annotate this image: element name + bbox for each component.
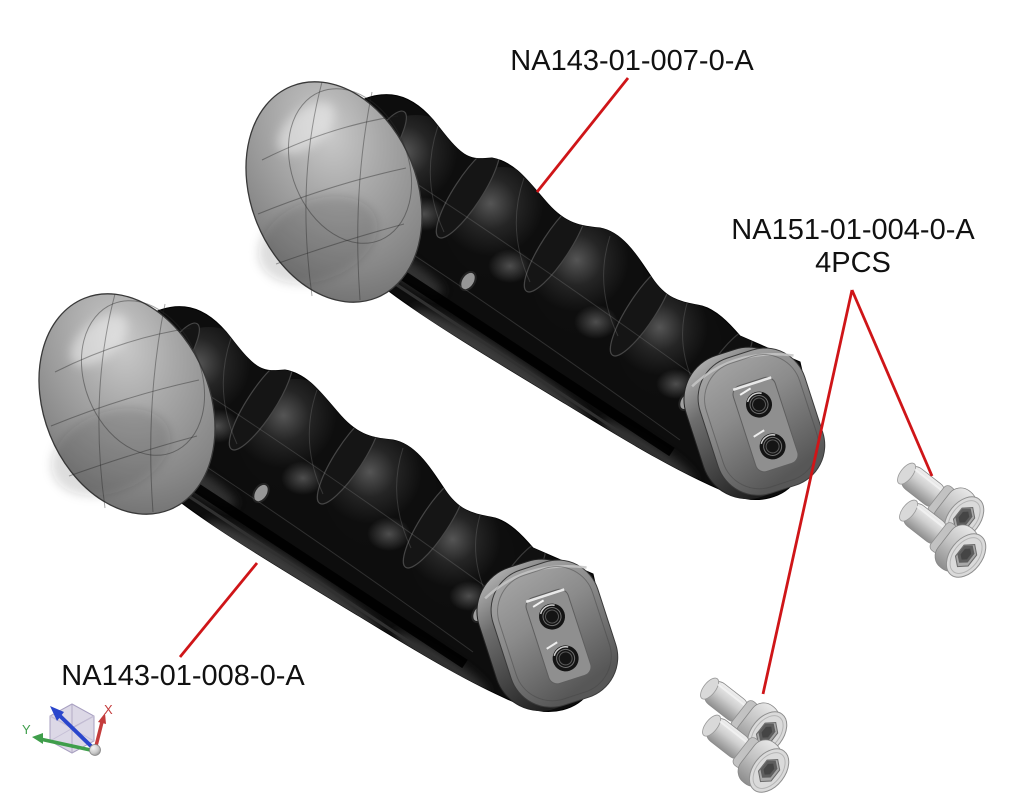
y-axis-arrow: [39, 737, 96, 753]
grip-top-label: NA143-01-007-0-A: [510, 45, 754, 77]
grip-bottom-label: NA143-01-008-0-A: [61, 660, 305, 692]
y-axis-label: Y: [22, 722, 31, 737]
screw-pair-bottom: [689, 665, 797, 800]
screws-quantity: 4PCS: [815, 247, 891, 279]
triad-origin: [89, 744, 101, 756]
leader-lines: [178, 77, 934, 695]
z-axis-arrow: [56, 712, 96, 751]
leader-screws-bottom: [761, 289, 854, 695]
leader-grip-bottom: [178, 562, 259, 658]
leader-grip-top: [535, 77, 630, 193]
leader-screws-right: [850, 289, 934, 477]
screws-label: NA151-01-004-0-A 4PCS: [718, 214, 988, 280]
screws-part-number: NA151-01-004-0-A: [731, 214, 975, 246]
screw-pair-right: [886, 450, 994, 585]
orientation-triad-icon: X Y: [22, 702, 113, 756]
x-axis-label: X: [104, 702, 113, 717]
